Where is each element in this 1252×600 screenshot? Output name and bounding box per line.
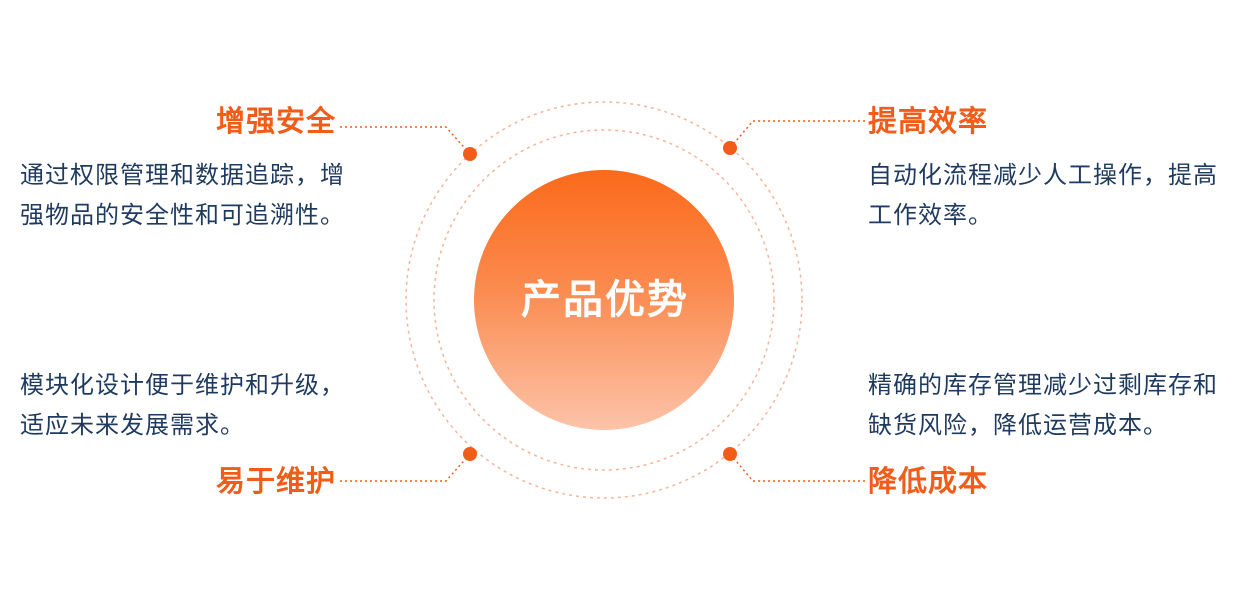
dot-cost (723, 447, 737, 461)
outer-dashed-ring (405, 101, 803, 499)
center-circle (474, 170, 734, 430)
connector-security (340, 126, 471, 155)
dot-efficiency (723, 141, 737, 155)
center-title: 产品优势 (521, 277, 689, 323)
dot-maintenance (463, 447, 477, 461)
dot-security (463, 147, 477, 161)
feature-title-efficiency: 提高效率 (868, 104, 989, 138)
connector-efficiency (729, 120, 865, 149)
feature-title-maintenance: 易于维护 (215, 464, 336, 498)
connector-cost (729, 453, 865, 482)
feature-title-cost: 降低成本 (868, 464, 989, 498)
connector-maintenance (340, 453, 471, 482)
feature-desc-maintenance: 模块化设计便于维护和升级，适应未来发展需求。 (20, 371, 345, 439)
feature-desc-cost: 精确的库存管理减少过剩库存和缺货风险，降低运营成本。 (868, 371, 1218, 439)
feature-desc-security: 通过权限管理和数据追踪，增强物品的安全性和可追溯性。 (20, 161, 345, 229)
inner-dashed-ring (433, 129, 775, 471)
feature-desc-efficiency: 自动化流程减少人工操作，提高工作效率。 (868, 161, 1218, 229)
feature-title-security: 增强安全 (215, 104, 336, 138)
